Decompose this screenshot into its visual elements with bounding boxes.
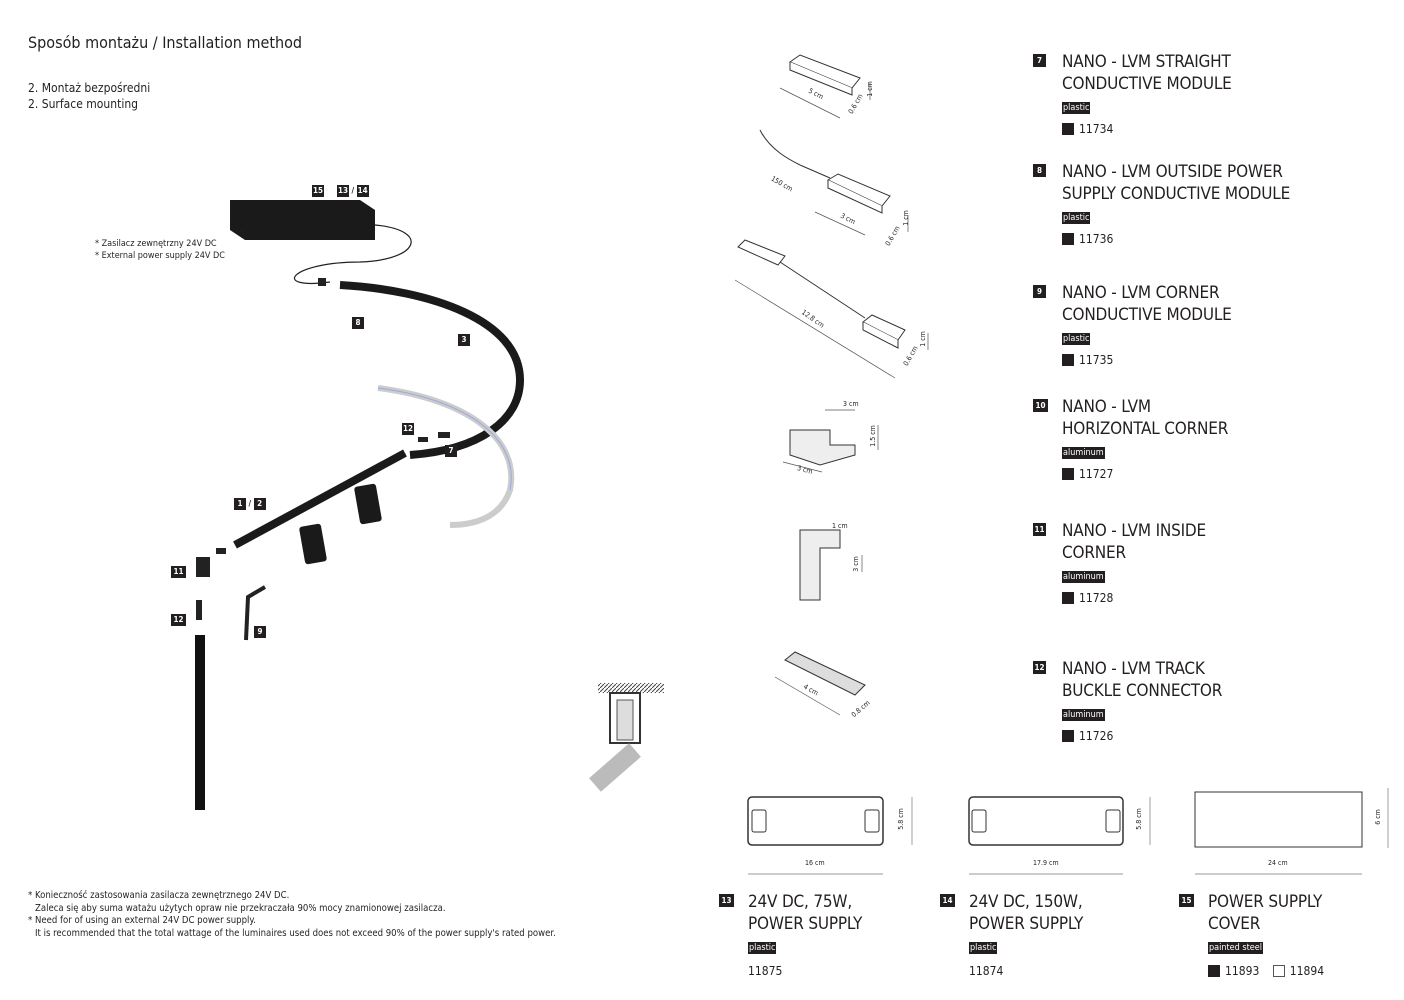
material-badge: plastic <box>1062 212 1091 224</box>
product-code-black: 11893 <box>1225 964 1260 978</box>
product-name: 24V DC, 75W, POWER SUPPLY <box>748 892 863 934</box>
product-name: NANO - LVM INSIDE CORNER <box>1062 521 1206 563</box>
product-9: 9 NANO - LVM CORNER CONDUCTIVE MODULE pl… <box>1033 282 1362 367</box>
page-title: Sposób montażu / Installation method <box>28 33 303 52</box>
material-badge: plastic <box>1062 102 1091 114</box>
black-swatch <box>1062 354 1074 366</box>
dim-13-width: 16 cm <box>805 859 825 867</box>
footnote-line: It is recommended that the total wattage… <box>35 927 556 939</box>
white-swatch <box>1272 965 1285 977</box>
product-name: NANO - LVM CORNER CONDUCTIVE MODULE <box>1062 283 1232 325</box>
product-13: 13 24V DC, 75W, POWER SUPPLY plastic 118… <box>719 891 948 978</box>
product-number: 7 <box>1033 54 1046 67</box>
product-number: 10 <box>1033 399 1048 412</box>
dim-15-height: 6 cm <box>1373 809 1382 825</box>
product-name: POWER SUPPLY COVER <box>1208 892 1323 934</box>
label-11: 11 <box>171 566 186 578</box>
label-9: 9 <box>254 626 266 638</box>
subtitle-pl: 2. Montaż bezpośredni <box>28 81 151 95</box>
dim-14-width: 17.9 cm <box>1033 859 1059 867</box>
product-code: 11734 <box>1079 122 1114 136</box>
dim-9-height: 1 cm <box>918 331 927 347</box>
product-number: 8 <box>1033 164 1046 177</box>
dim-15-width: 24 cm <box>1268 859 1288 867</box>
product-8: 8 NANO - LVM OUTSIDE POWER SUPPLY CONDUC… <box>1033 161 1362 246</box>
label-13-14: 13 / 14 <box>337 185 369 197</box>
black-swatch <box>1208 965 1220 977</box>
label-12a: 12 <box>402 423 414 435</box>
power-supply-drawings <box>747 788 1389 875</box>
power-note-en: * External power supply 24V DC <box>95 251 225 261</box>
footnote: * Konieczność zastosowania zasilacza zew… <box>28 890 556 940</box>
product-code: 11726 <box>1079 729 1114 743</box>
dim-13-height: 5.8 cm <box>896 808 905 830</box>
product-name: 24V DC, 150W, POWER SUPPLY <box>969 892 1084 934</box>
label-15: 15 <box>312 185 324 197</box>
dim-10-width: 3 cm <box>843 400 859 408</box>
dim-11-width: 1 cm <box>832 522 848 530</box>
product-number: 13 <box>719 894 734 907</box>
black-swatch <box>1062 123 1074 135</box>
asterisk-mark: * <box>240 228 245 239</box>
power-note-pl: * Zasilacz zewnętrzny 24V DC <box>95 239 217 249</box>
footnote-line: * Konieczność zastosowania zasilacza zew… <box>28 890 290 901</box>
dim-14-height: 5.8 cm <box>1134 808 1143 830</box>
product-7: 7 NANO - LVM STRAIGHT CONDUCTIVE MODULE … <box>1033 51 1362 136</box>
product-code: 11735 <box>1079 353 1114 367</box>
label-12b: 12 <box>171 614 186 626</box>
black-swatch <box>1062 233 1074 245</box>
product-code: 11736 <box>1079 232 1114 246</box>
label-3: 3 <box>458 334 470 346</box>
material-badge: aluminum <box>1062 447 1105 459</box>
product-14: 14 24V DC, 150W, POWER SUPPLY plastic 11… <box>940 891 1169 978</box>
product-name: NANO - LVM HORIZONTAL CORNER <box>1062 397 1229 439</box>
material-badge: painted steel <box>1208 942 1263 954</box>
material-badge: plastic <box>748 942 777 954</box>
installation-diagram <box>195 200 664 810</box>
product-number: 12 <box>1033 661 1046 674</box>
product-name: NANO - LVM STRAIGHT CONDUCTIVE MODULE <box>1062 52 1232 94</box>
product-code: 11874 <box>969 964 1004 978</box>
product-15: 15 POWER SUPPLY COVER painted steel 1189… <box>1179 891 1398 978</box>
black-swatch <box>1062 468 1074 480</box>
dim-8-height: 1 cm <box>901 210 910 226</box>
black-swatch <box>1062 730 1074 742</box>
product-drawings <box>734 54 929 716</box>
product-code: 11875 <box>748 964 783 978</box>
dim-10-height: 1.5 cm <box>868 425 877 447</box>
material-badge: aluminum <box>1062 571 1105 583</box>
product-name: NANO - LVM TRACK BUCKLE CONNECTOR <box>1062 659 1223 701</box>
product-11: 11 NANO - LVM INSIDE CORNER aluminum 117… <box>1033 520 1362 605</box>
label-8: 8 <box>352 317 364 329</box>
dim-7-height: 1 cm <box>865 81 874 97</box>
product-number: 9 <box>1033 285 1046 298</box>
product-number: 15 <box>1179 894 1194 907</box>
product-code: 11727 <box>1079 467 1114 481</box>
black-swatch <box>1062 592 1074 604</box>
label-7: 7 <box>445 445 457 457</box>
footnote-line: * Need for of using an external 24V DC p… <box>28 915 256 926</box>
material-badge: aluminum <box>1062 709 1105 721</box>
product-code-white: 11894 <box>1289 964 1325 978</box>
product-number: 11 <box>1033 523 1046 536</box>
footnote-line: Zaleca się aby suma watażu użytych opraw… <box>35 902 446 914</box>
material-badge: plastic <box>1062 333 1091 345</box>
label-1-2: 1 / 2 <box>234 498 266 510</box>
power-note: * Zasilacz zewnętrzny 24V DC * External … <box>95 238 225 262</box>
product-name: NANO - LVM OUTSIDE POWER SUPPLY CONDUCTI… <box>1062 162 1291 204</box>
product-code: 11728 <box>1079 591 1114 605</box>
subtitle-en: 2. Surface mounting <box>28 97 139 111</box>
product-10: 10 NANO - LVM HORIZONTAL CORNER aluminum… <box>1033 396 1362 481</box>
dim-11-height: 3 cm <box>851 556 860 572</box>
product-12: 12 NANO - LVM TRACK BUCKLE CONNECTOR alu… <box>1033 658 1362 743</box>
material-badge: plastic <box>969 942 998 954</box>
product-number: 14 <box>940 894 955 907</box>
